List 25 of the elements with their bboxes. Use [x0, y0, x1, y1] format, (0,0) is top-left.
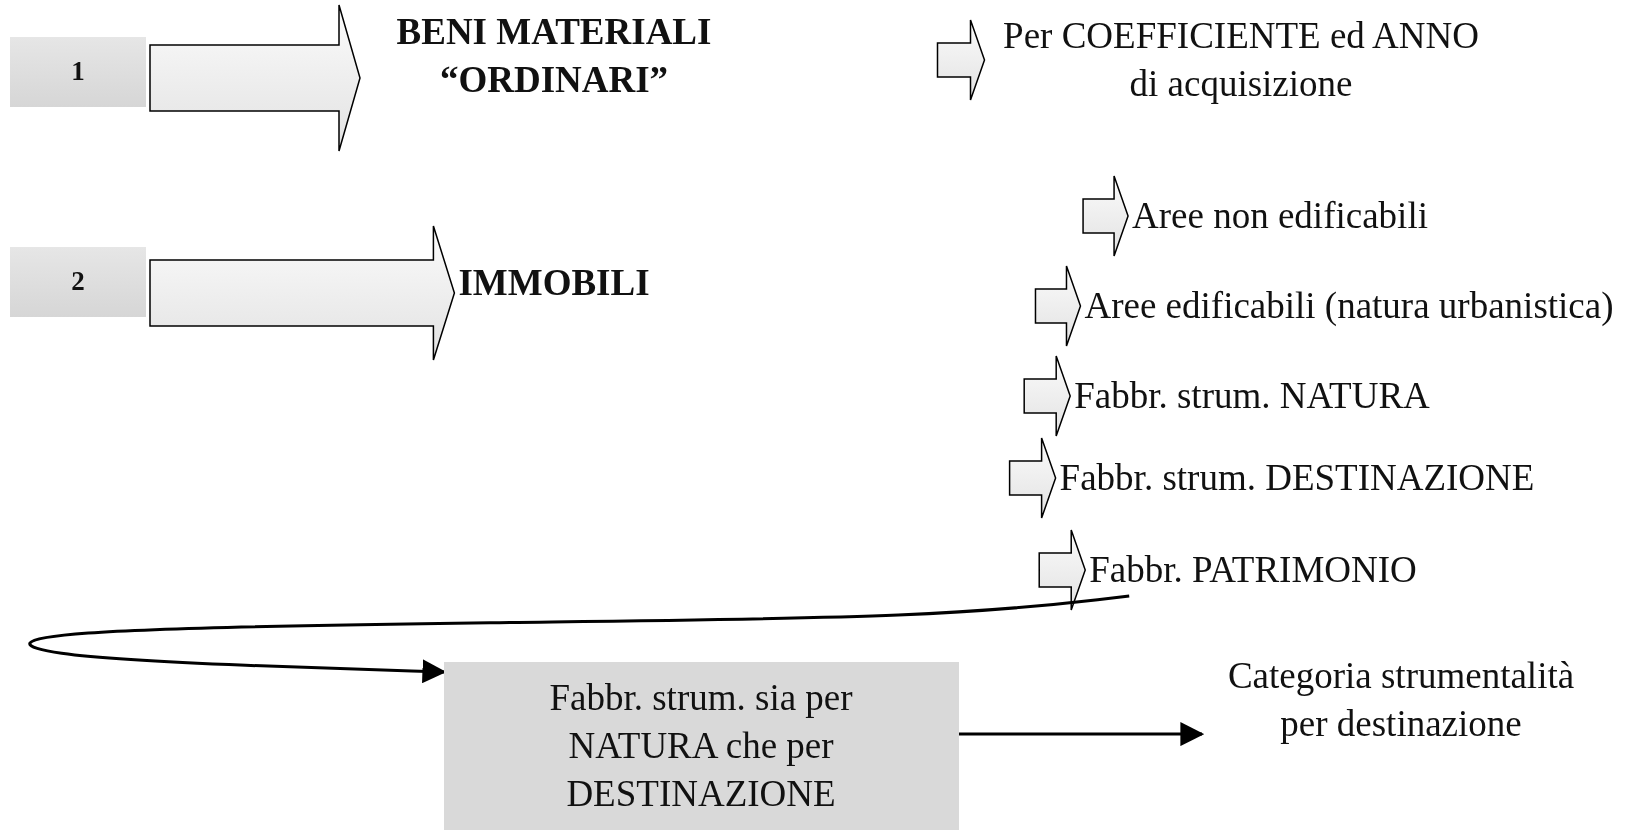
step-box [10, 37, 146, 107]
category-item: Fabbr. PATRIMONIO [1089, 547, 1417, 592]
step-number: 2 [71, 265, 85, 299]
category-item: Fabbr. strum. DESTINAZIONE [1059, 455, 1535, 500]
category-heading: IMMOBILI [458, 260, 650, 305]
block-arrow [149, 225, 456, 361]
category-item: Aree edificabili (natura urbanistica) [1084, 283, 1614, 328]
curved-arrow [29, 594, 1130, 684]
block-arrow [1023, 355, 1071, 437]
step-box [10, 247, 146, 317]
category-heading: BENI MATERIALI “ORDINARI” [395, 9, 713, 102]
category-item: Per COEFFICIENTE ed ANNO di acquisizione [1002, 13, 1480, 106]
box-text: Fabbr. strum. sia per NATURA che per DESTINAZIONE [548, 675, 854, 817]
block-arrow [1034, 265, 1082, 347]
category-item: Aree non edificabili [1132, 193, 1428, 238]
block-arrow [1008, 437, 1057, 519]
category-item: Categoria strumentalità per destinazione [1226, 653, 1576, 746]
block-arrow [1082, 175, 1129, 257]
block-arrow [936, 19, 986, 101]
block-arrow [149, 4, 361, 152]
category-item: Fabbr. strum. NATURA [1074, 373, 1430, 418]
highlight-box [444, 662, 959, 830]
block-arrow [1038, 529, 1086, 611]
step-number: 1 [71, 55, 85, 89]
arrow [959, 722, 1205, 747]
